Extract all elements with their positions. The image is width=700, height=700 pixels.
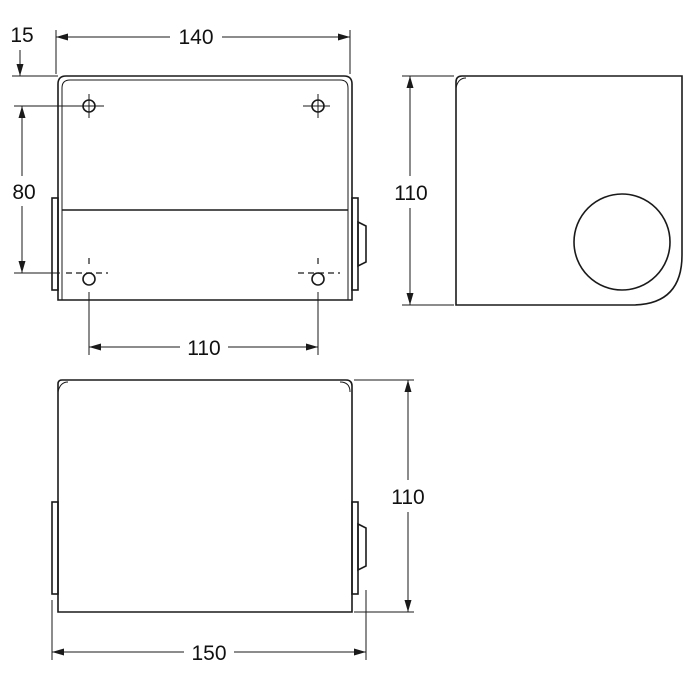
top-view-corner-right — [339, 381, 351, 393]
front-view-knob — [357, 220, 367, 268]
side-view-outline — [455, 75, 683, 306]
front-view-left-bracket — [51, 197, 59, 291]
top-view-knob — [357, 522, 367, 572]
front-view: 140 15 80 110 — [10, 24, 367, 360]
dimension-110-bottom: 110 — [354, 379, 425, 613]
top-view-right-bracket — [351, 501, 359, 595]
top-view-left-bracket — [51, 501, 59, 595]
front-view-right-bracket — [351, 197, 359, 291]
top-view: 110 150 — [51, 379, 425, 665]
mounting-hole-bottom-left — [82, 272, 96, 286]
side-view: 110 — [394, 75, 683, 306]
front-view-outline — [57, 75, 353, 301]
top-view-outline — [57, 379, 353, 613]
dimension-150-label: 150 — [191, 642, 226, 665]
dimension-15: 15 — [10, 24, 58, 77]
dimension-150: 150 — [51, 590, 367, 665]
side-view-corner-fold — [455, 77, 467, 89]
mounting-hole-bottom-right — [311, 272, 325, 286]
side-view-roll-opening — [573, 193, 671, 291]
front-view-mounting-holes — [66, 94, 340, 286]
dimension-80: 80 — [12, 105, 86, 274]
dimension-110-side: 110 — [394, 75, 454, 306]
dimension-110-bottom-label: 110 — [391, 486, 424, 509]
dimension-140-label: 140 — [178, 26, 213, 49]
dimension-110-side-label: 110 — [394, 182, 427, 205]
dimension-140: 140 — [55, 26, 351, 74]
front-view-inner-edge — [61, 79, 349, 300]
dimension-15-label: 15 — [10, 24, 33, 47]
dimension-80-label: 80 — [12, 181, 35, 204]
top-view-corner-left — [57, 381, 69, 393]
dimension-110-holes-label: 110 — [187, 337, 220, 360]
dimension-110-holes: 110 — [88, 292, 319, 360]
